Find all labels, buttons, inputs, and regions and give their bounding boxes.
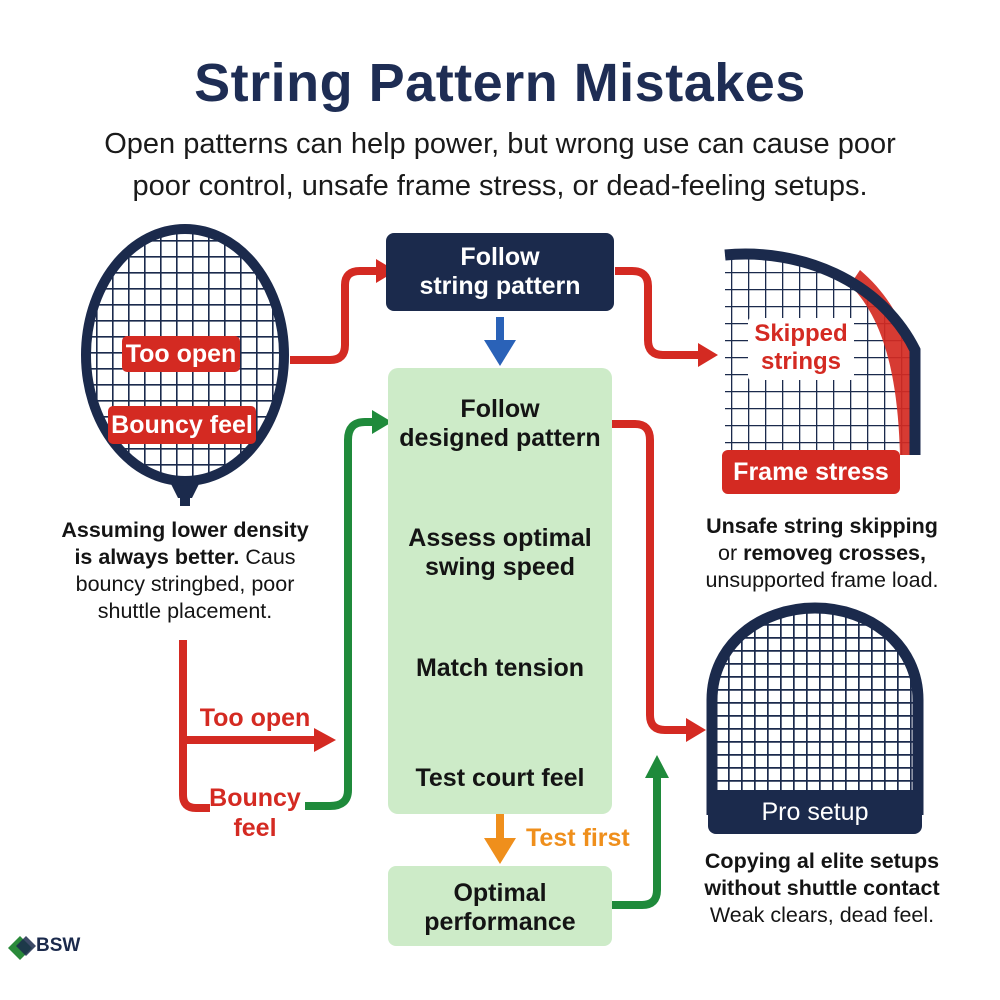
step-1-line-1: Follow <box>460 395 540 423</box>
left-caption-line-4: shuttle placement. <box>97 599 273 623</box>
pro-setup-banner: Pro setup <box>708 790 922 834</box>
left-caption-line-3: bouncy stringbed, poor <box>75 572 295 596</box>
left-tag-too-open: Too open <box>122 336 240 372</box>
skipped-strings-line-1: Skipped <box>754 320 848 347</box>
skipped-strings-tag: Skipped strings <box>748 318 854 380</box>
page-title: String Pattern Mistakes <box>194 53 806 113</box>
right-top-caption: Unsafe string skipping or removeg crosse… <box>672 513 972 594</box>
left-flow-label-bouncy: Bouncy <box>209 784 301 812</box>
left-caption-bold-1: Assuming lower density <box>61 518 309 542</box>
left-flow-label-bouncy-feel: Bouncy feel <box>195 783 315 843</box>
right-bottom-caption-bold-2: without shuttle contact <box>704 876 940 900</box>
frame-stress-banner: Frame stress <box>722 450 900 494</box>
step-3-line-1: Match tension <box>415 654 585 682</box>
step-assess-swing-speed: Assess optimal swing speed <box>388 524 612 582</box>
top-step-line-1: Follow <box>460 243 540 271</box>
step-follow-designed-pattern: Follow designed pattern <box>388 395 612 453</box>
arrow-green-bottom-up <box>612 755 669 909</box>
step-test-court-feel: Test court feel <box>388 764 612 793</box>
arrow-green-left-to-center <box>305 410 392 810</box>
step-2-line-1: Assess optimal <box>408 524 592 552</box>
arrow-top-box-to-frame-stress <box>615 267 718 367</box>
skipped-strings-line-2: strings <box>760 348 841 375</box>
left-caption: Assuming lower density is always better.… <box>40 517 330 625</box>
left-flow-label-feel: feel <box>233 814 277 842</box>
left-caption-normal-2: Caus <box>239 545 296 569</box>
right-bottom-racket-icon <box>706 602 924 815</box>
arrow-left-to-top-box <box>290 259 396 364</box>
left-flow-label-too-open: Too open <box>199 704 311 732</box>
center-steps-box <box>388 368 612 814</box>
step-4-line-1: Test court feel <box>415 764 585 792</box>
right-top-caption-line-3: unsupported frame load. <box>705 568 939 592</box>
right-top-caption-or: or <box>718 541 744 565</box>
step-2-line-2: swing speed <box>424 553 576 581</box>
bsw-logo-icon <box>8 936 36 960</box>
left-tag-bouncy-feel: Bouncy feel <box>108 406 256 444</box>
right-top-caption-bold-2: removeg crosses, <box>743 541 926 565</box>
arrow-center-to-pro-setup <box>612 420 706 742</box>
bsw-logo-text: BSW <box>36 935 81 956</box>
bottom-box-line-1: Optimal <box>453 879 547 907</box>
right-bottom-caption-bold-1: Copying al elite setups <box>704 849 940 873</box>
step-match-tension: Match tension <box>388 654 612 683</box>
bottom-box-line-2: performance <box>424 908 576 936</box>
right-top-caption-bold-1: Unsafe string skipping <box>706 514 938 538</box>
left-caption-bold-2: is always better. <box>74 545 240 569</box>
right-bottom-caption: Copying al elite setups without shuttle … <box>672 848 972 929</box>
arrow-left-red-flow <box>179 640 336 812</box>
arrow-orange-test-first <box>484 814 516 864</box>
arrow-blue-1 <box>484 317 516 366</box>
right-bottom-caption-line-3: Weak clears, dead feel. <box>709 903 935 927</box>
optimal-performance-box: Optimal performance <box>388 866 612 946</box>
top-step-line-2: string pattern <box>419 272 581 300</box>
test-first-label: Test first <box>526 824 630 852</box>
step-1-line-2: designed pattern <box>399 424 601 452</box>
subtitle-line-2: poor control, unsafe frame stress, or de… <box>132 170 868 202</box>
subtitle-line-1: Open patterns can help power, but wrong … <box>104 128 896 160</box>
top-step-box: Follow string pattern <box>386 233 614 311</box>
